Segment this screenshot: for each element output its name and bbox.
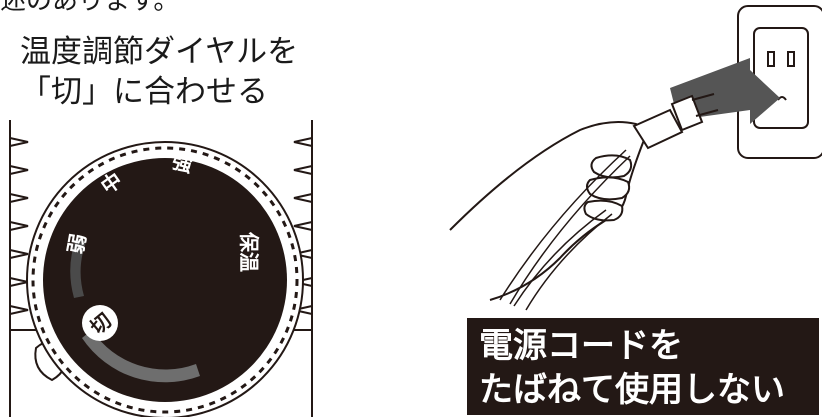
warning-line-2: たばねて使用しない bbox=[479, 370, 785, 410]
dial-label-weak: 弱 bbox=[63, 232, 90, 256]
plug-outlet-illustration bbox=[449, 5, 822, 311]
instruction-line-1: 温度調節ダイヤルを bbox=[20, 34, 299, 70]
temperature-dial[interactable]: 切 弱 中 強 保温 bbox=[26, 141, 304, 417]
dial-label-keep-warm: 保温 bbox=[237, 231, 261, 272]
instruction-caption: 温度調節ダイヤルを 「切」に合わせる bbox=[20, 32, 298, 112]
warning-callout: 電源コードを たばねて使用しない bbox=[467, 318, 819, 415]
insertion-arrow-icon bbox=[670, 58, 780, 124]
appliance-dial-illustration: 切 弱 中 強 保温 bbox=[9, 120, 313, 417]
left-side-rail bbox=[9, 120, 29, 328]
hand-holding-plug bbox=[449, 93, 719, 301]
cut-off-text: 述のあります。 bbox=[0, 0, 180, 16]
instruction-line-2: 「切」に合わせる bbox=[20, 74, 268, 110]
bundled-power-cord bbox=[499, 149, 631, 311]
warning-line-1: 電源コードを bbox=[479, 326, 683, 366]
